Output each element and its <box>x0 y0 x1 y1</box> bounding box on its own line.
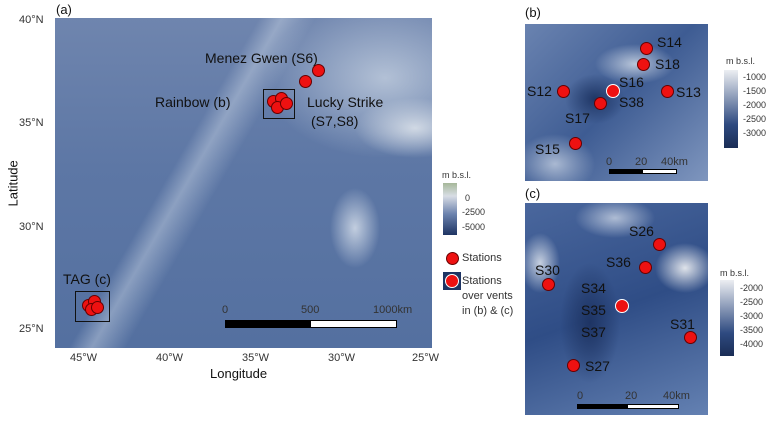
b-colorbar <box>724 70 738 148</box>
station-s36 <box>639 261 652 274</box>
y-tick: 40°N <box>19 14 44 26</box>
legend-tick: -2500 <box>462 207 486 217</box>
x-tick: 30°W <box>328 352 356 364</box>
scale-bar <box>577 404 679 409</box>
legend-tick: -2000 <box>740 283 764 293</box>
label-s17: S17 <box>565 110 590 126</box>
label-menez-gwen: Menez Gwen (S6) <box>205 50 318 66</box>
legend-title: m b.s.l. <box>442 170 472 180</box>
legend-tick: -3000 <box>743 128 767 138</box>
label-s15: S15 <box>535 141 560 157</box>
x-tick: 45°W <box>70 352 98 364</box>
legend-tick: -1500 <box>743 86 767 96</box>
scale-tick: 20 <box>625 390 638 402</box>
legend-title: m b.s.l. <box>726 56 756 66</box>
legend-tick: -2000 <box>743 100 767 110</box>
scale-tick: 40km <box>663 390 690 402</box>
scale-tick: 40km <box>661 156 688 168</box>
station <box>280 97 293 110</box>
key-vents-label: over vents <box>462 290 513 302</box>
station-s15 <box>569 137 582 150</box>
legend-tick: -4000 <box>740 339 764 349</box>
scale-tick: 20 <box>635 156 648 168</box>
legend-tick: -3500 <box>740 325 764 335</box>
x-tick: 25°W <box>412 352 440 364</box>
label-s36: S36 <box>606 254 631 270</box>
main-bathymetry-map: Menez Gwen (S6) Rainbow (b) Lucky Strike… <box>55 18 432 348</box>
y-axis-label: Latitude <box>5 160 21 207</box>
station-s12 <box>557 85 570 98</box>
panel-a-label: (a) <box>56 2 72 17</box>
station-s18 <box>637 58 650 71</box>
tag-box <box>75 291 110 322</box>
key-station-icon <box>446 252 459 265</box>
scale-tick: 0 <box>222 304 229 316</box>
station-s16-s38-vent <box>606 84 620 98</box>
rainbow-inset-map: S14 S18 S12 S16 S38 S13 S17 S15 0 20 40k… <box>525 24 708 181</box>
station-s27 <box>567 359 580 372</box>
label-lucky-strike-stations: (S7,S8) <box>311 113 359 129</box>
legend-tick: -5000 <box>462 222 486 232</box>
legend-tick: -2500 <box>740 297 764 307</box>
panel-c-label: (c) <box>525 186 541 201</box>
label-s34: S34 <box>581 280 606 296</box>
scale-tick: 1000km <box>373 304 413 316</box>
station-s13 <box>661 85 674 98</box>
tag-inset-map: S26 S36 S30 S34 S35 S37 S31 S27 0 20 40k… <box>525 203 708 415</box>
legend-tick: -1000 <box>743 72 767 82</box>
station-lucky-strike <box>299 75 312 88</box>
key-stations-label: Stations <box>462 252 502 264</box>
station-s17 <box>594 97 607 110</box>
main-colorbar <box>443 183 457 235</box>
station-s31 <box>684 331 697 344</box>
key-vent-station-icon <box>445 274 459 288</box>
label-tag: TAG (c) <box>63 271 111 287</box>
legend-tick: -2500 <box>743 114 767 124</box>
x-axis-label: Longitude <box>210 366 268 381</box>
station-s30 <box>542 278 555 291</box>
key-vent-background <box>443 272 461 290</box>
scale-tick: 0 <box>577 390 584 402</box>
scale-bar <box>225 320 397 328</box>
station-s34-s35-s37-vent <box>615 299 629 313</box>
label-s14: S14 <box>657 34 682 50</box>
label-s37: S37 <box>581 324 606 340</box>
panel-b-label: (b) <box>525 5 541 20</box>
scale-tick: 500 <box>301 304 320 316</box>
scale-bar <box>609 169 677 174</box>
x-tick: 35°W <box>242 352 270 364</box>
label-s18: S18 <box>655 56 680 72</box>
legend-tick: 0 <box>465 193 471 203</box>
station-menez-gwen <box>312 64 325 77</box>
key-vents-label: in (b) & (c) <box>462 305 514 317</box>
station <box>91 301 104 314</box>
label-s26: S26 <box>629 223 654 239</box>
y-tick: 30°N <box>19 221 44 233</box>
y-tick: 25°N <box>19 323 44 335</box>
scale-tick: 0 <box>606 156 613 168</box>
rainbow-box <box>263 89 295 119</box>
station-s14 <box>640 42 653 55</box>
legend-tick: -3000 <box>740 311 764 321</box>
label-s38: S38 <box>619 94 644 110</box>
label-s30: S30 <box>535 262 560 278</box>
label-s31: S31 <box>670 316 695 332</box>
label-rainbow: Rainbow (b) <box>155 94 231 110</box>
y-tick: 35°N <box>19 117 44 129</box>
label-lucky-strike: Lucky Strike <box>307 94 384 110</box>
x-tick: 40°W <box>156 352 184 364</box>
station-s26 <box>653 238 666 251</box>
label-s35: S35 <box>581 302 606 318</box>
label-s13: S13 <box>676 84 701 100</box>
legend-title: m b.s.l. <box>720 268 750 278</box>
label-s27: S27 <box>585 358 610 374</box>
key-vents-label: Stations <box>462 275 502 287</box>
label-s12: S12 <box>527 83 552 99</box>
label-s16: S16 <box>619 74 644 90</box>
c-colorbar <box>720 280 734 356</box>
